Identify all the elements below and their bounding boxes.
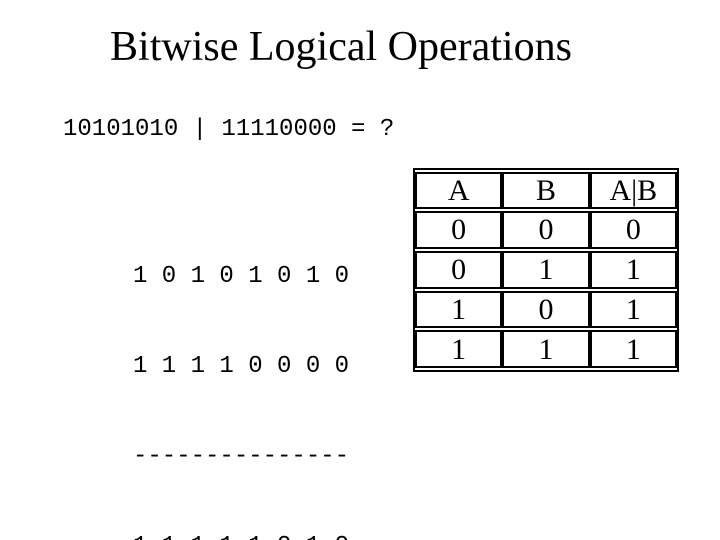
truth-table-cell: 0: [589, 211, 677, 249]
truth-table-cell: 1: [589, 250, 677, 289]
truth-table-header-a: A: [415, 172, 503, 209]
truth-table-cell: 0: [415, 250, 503, 289]
truth-table-cell: 1: [502, 250, 590, 289]
truth-table-header-row: A B A|B: [415, 172, 677, 209]
worked-example-operand-b: 1 1 1 1 0 0 0 0: [133, 353, 350, 380]
slide-title: Bitwise Logical Operations: [110, 24, 572, 70]
truth-table-cell: 1: [589, 290, 677, 329]
or-truth-table: A B A|B 0 0 0 0 1 1 1 0 1 1 1: [413, 168, 679, 372]
worked-example-operand-a: 1 0 1 0 1 0 1 0: [133, 263, 350, 290]
worked-example-result: 1 1 1 1 1 0 1 0: [133, 532, 349, 540]
truth-table-row: 0 1 1: [415, 250, 677, 289]
truth-table-cell: 1: [589, 330, 677, 368]
worked-example-separator: ---------------: [133, 443, 350, 470]
truth-table-cell: 1: [415, 330, 503, 368]
truth-table-cell: 1: [502, 330, 590, 368]
truth-table-cell: 0: [502, 211, 590, 249]
truth-table-row: 0 0 0: [415, 211, 677, 249]
bitwise-or-expression: 10101010 | 11110000 = ?: [63, 116, 395, 143]
truth-table-header-a-or-b: A|B: [589, 172, 677, 209]
truth-table-row: 1 0 1: [415, 290, 677, 329]
truth-table-header-b: B: [502, 172, 590, 209]
truth-table-cell: 0: [502, 290, 590, 329]
truth-table-row: 1 1 1: [415, 330, 677, 368]
truth-table-cell: 1: [415, 290, 503, 329]
worked-example: 1 0 1 0 1 0 1 0 1 1 1 1 0 0 0 0 --------…: [133, 202, 349, 540]
truth-table-cell: 0: [415, 211, 503, 249]
